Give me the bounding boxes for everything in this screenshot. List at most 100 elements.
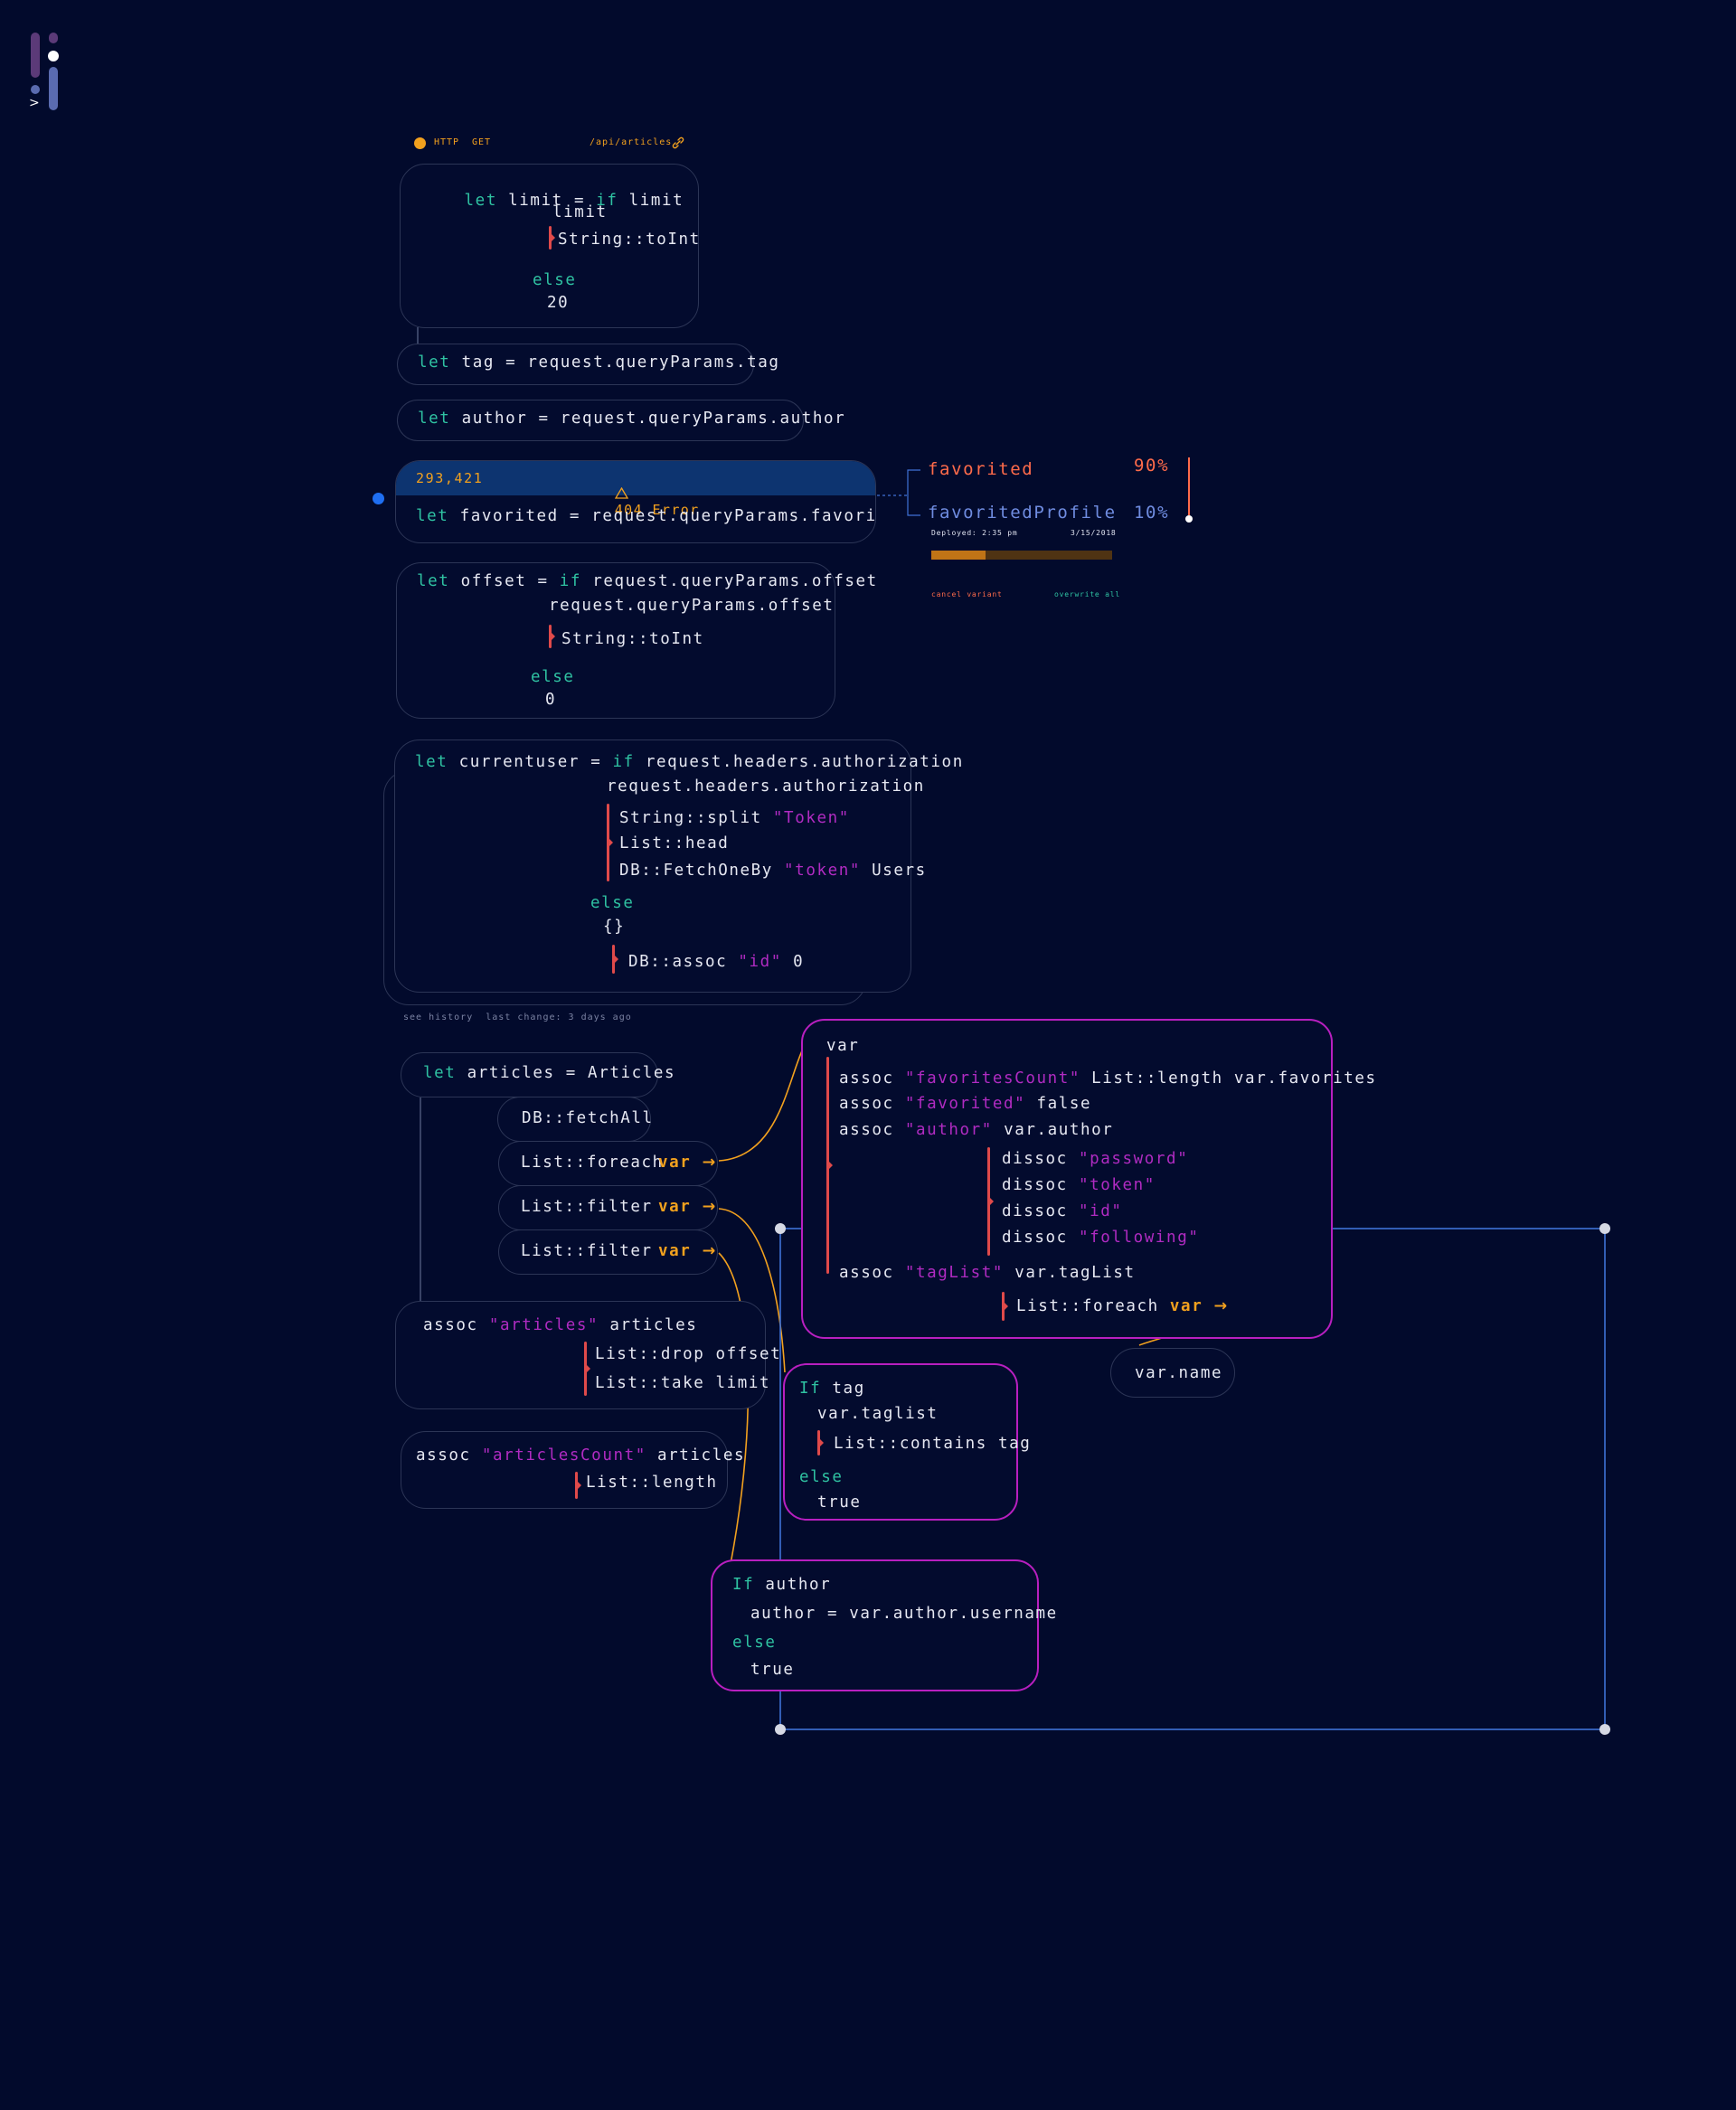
assoc-value[interactable]: var.tagList	[1014, 1264, 1136, 1282]
fn-name[interactable]: assoc	[839, 1264, 894, 1282]
foreach-step[interactable]: List::foreach var →	[498, 1141, 718, 1186]
link-icon[interactable]	[671, 136, 685, 154]
pipe-fn[interactable]: String::toInt	[561, 630, 704, 648]
fn-name[interactable]: assoc	[839, 1121, 894, 1139]
pipe-fn[interactable]: String::split	[619, 809, 762, 827]
if-condition[interactable]: request.headers.authorization	[645, 753, 964, 771]
pipe-fn[interactable]: List::head	[619, 834, 730, 852]
else-value[interactable]: 0	[545, 691, 557, 709]
app-logo[interactable]: >	[27, 31, 63, 114]
if-tag-lambda-block[interactable]: If tag var.taglist List::contains tag el…	[783, 1363, 1030, 1521]
split-slider-handle[interactable]	[1185, 515, 1193, 523]
dissoc-key[interactable]: "following"	[1078, 1229, 1200, 1247]
binding-expr[interactable]: articles = Articles	[467, 1064, 676, 1082]
lambda-head[interactable]: var	[826, 1037, 860, 1055]
fn-name[interactable]: assoc	[416, 1446, 471, 1465]
then-value[interactable]: var.taglist	[817, 1405, 939, 1423]
if-condition[interactable]: limit	[628, 192, 684, 210]
dissoc-key[interactable]: "password"	[1078, 1150, 1189, 1168]
assoc-value[interactable]: List::length var.favorites	[1091, 1069, 1377, 1088]
if-author-lambda-block[interactable]: If author author = var.author.username e…	[711, 1559, 1056, 1691]
variant-a-pct[interactable]: 90%	[1134, 456, 1170, 476]
var-lambda-block[interactable]: var assoc "favoritesCount" List::length …	[801, 1019, 1375, 1339]
assoc-key[interactable]: "articles"	[488, 1316, 599, 1334]
else-value[interactable]: true	[750, 1661, 795, 1679]
then-value[interactable]: request.queryParams.offset	[549, 597, 835, 615]
dissoc-key[interactable]: "id"	[1078, 1202, 1123, 1220]
else-value[interactable]: true	[817, 1493, 862, 1512]
then-value[interactable]: limit	[552, 203, 608, 221]
assoc-arg[interactable]: articles	[657, 1446, 746, 1465]
history-link[interactable]: see history last change: 3 days ago	[403, 1013, 632, 1022]
assoc-key[interactable]: "tagList"	[904, 1264, 1005, 1282]
live-value[interactable]: 293,421	[416, 470, 484, 486]
pipe-arg[interactable]: "id"	[738, 953, 782, 971]
filter-step-2[interactable]: List::filter var →	[498, 1229, 718, 1275]
pipe-fn[interactable]: List::length	[586, 1474, 718, 1492]
author-block[interactable]: let author = request.queryParams.author	[397, 400, 844, 441]
selection-handle-top-left[interactable]	[775, 1223, 786, 1234]
filter-step-1[interactable]: List::filter var →	[498, 1185, 718, 1230]
currentuser-block[interactable]: let currentuser = if request.headers.aut…	[394, 739, 962, 993]
else-value[interactable]: 20	[547, 294, 570, 312]
assoc-value[interactable]: false	[1036, 1095, 1092, 1113]
var-name-block[interactable]: var.name	[1110, 1348, 1235, 1398]
assoc-value[interactable]: var.author	[1004, 1121, 1114, 1139]
fn-name[interactable]: dissoc	[1002, 1202, 1068, 1220]
error-badge[interactable]: 404 Error	[577, 469, 700, 534]
lambda-var-link[interactable]: var →	[1170, 1297, 1229, 1315]
assoc-key[interactable]: "articlesCount"	[481, 1446, 646, 1465]
overwrite-all-link[interactable]: overwrite all	[1054, 590, 1121, 598]
selection-handle-bottom-right[interactable]	[1599, 1724, 1610, 1735]
lambda-var-link[interactable]: var →	[658, 1242, 717, 1260]
variant-b-pct[interactable]: 10%	[1134, 503, 1170, 523]
route-path[interactable]: /api/articles	[590, 137, 673, 147]
fn-name[interactable]: assoc	[839, 1095, 894, 1113]
binding-expr[interactable]: favorited = request.queryParams.favorite…	[459, 507, 876, 525]
pipe-fn[interactable]: DB::FetchOneBy	[619, 862, 773, 880]
tag-block[interactable]: let tag = request.queryParams.tag	[397, 344, 778, 385]
lambda-var-link[interactable]: var →	[658, 1198, 717, 1216]
assoc-arg[interactable]: articles	[609, 1316, 698, 1334]
favorited-block[interactable]: 293,421 404 Error let favorited = reques…	[395, 460, 876, 543]
pipe-fn[interactable]: List::drop offset	[595, 1345, 782, 1363]
variant-b-name[interactable]: favoritedProfile	[928, 503, 1117, 523]
selection-handle-top-right[interactable]	[1599, 1223, 1610, 1234]
then-value[interactable]: author = var.author.username	[750, 1605, 1058, 1623]
pipe-fn[interactable]: List::foreach	[1016, 1297, 1159, 1315]
pipe-fn[interactable]: List::contains tag	[834, 1435, 1032, 1453]
lambda-var-link[interactable]: var →	[658, 1154, 717, 1172]
pipe-arg[interactable]: "Token"	[772, 809, 850, 827]
dissoc-key[interactable]: "token"	[1078, 1176, 1156, 1194]
pipe-tail[interactable]: 0	[793, 953, 805, 971]
assoc-articles-block[interactable]: assoc "articles" articles List::drop off…	[395, 1301, 780, 1409]
else-value[interactable]: {}	[603, 918, 626, 936]
articles-block[interactable]: let articles = Articles	[401, 1052, 675, 1097]
assoc-count-block[interactable]: assoc "articlesCount" articles List::len…	[401, 1431, 744, 1509]
binding-name[interactable]: limit	[508, 192, 563, 210]
fn-name[interactable]: dissoc	[1002, 1176, 1068, 1194]
if-condition[interactable]: request.queryParams.offset	[592, 572, 878, 590]
pipe-fn[interactable]: String::toInt	[558, 231, 701, 249]
assoc-key[interactable]: "favoritesCount"	[904, 1069, 1081, 1088]
fn-name[interactable]: assoc	[423, 1316, 478, 1334]
selection-handle-bottom-left[interactable]	[775, 1724, 786, 1735]
if-condition[interactable]: tag	[832, 1380, 865, 1398]
fn-name[interactable]: dissoc	[1002, 1150, 1068, 1168]
binding-name[interactable]: currentuser =	[458, 753, 613, 771]
cancel-variant-link[interactable]: cancel variant	[931, 590, 1003, 598]
variant-a-name[interactable]: favorited	[928, 459, 1034, 479]
pipe-arg[interactable]: "token"	[784, 862, 861, 880]
feature-flag-panel[interactable]: favorited 90% favoritedProfile 10% Deplo…	[928, 452, 1199, 606]
http-handler-header[interactable]: HTTP GET /api/articles	[412, 136, 693, 152]
pipe-fn[interactable]: List::take limit	[595, 1374, 771, 1392]
then-value[interactable]: request.headers.authorization	[607, 777, 925, 796]
pipe-fn[interactable]: DB::assoc	[628, 953, 728, 971]
binding-expr[interactable]: author = request.queryParams.author	[461, 410, 846, 428]
pipe-tail[interactable]: Users	[872, 862, 927, 880]
fn-name[interactable]: assoc	[839, 1069, 894, 1088]
fetch-all-step[interactable]: DB::fetchAll	[497, 1097, 652, 1142]
limit-block[interactable]: let limit = if limit limit String::toInt…	[400, 164, 699, 328]
http-method[interactable]: GET	[472, 137, 492, 147]
assoc-key[interactable]: "favorited"	[904, 1095, 1026, 1113]
